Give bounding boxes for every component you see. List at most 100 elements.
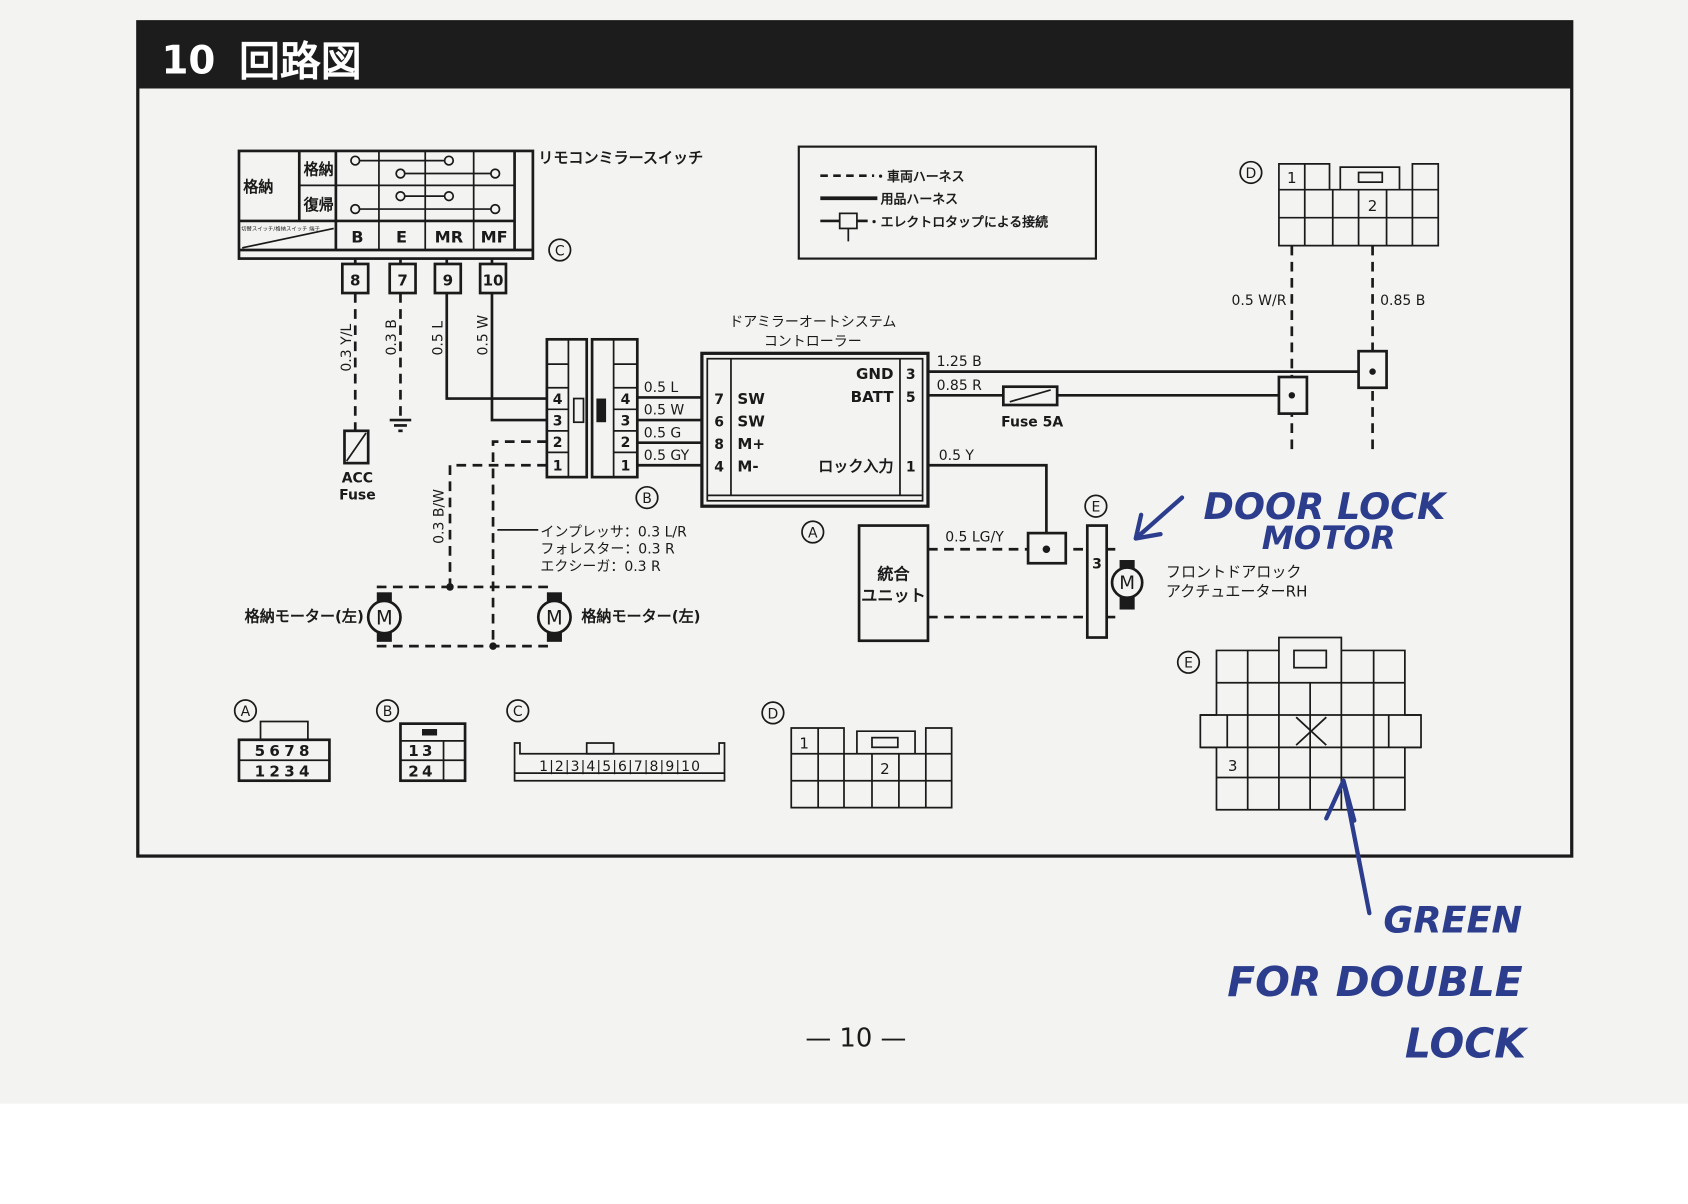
pinout-d: D 1 2 <box>761 701 953 809</box>
terminal-b: B <box>351 227 363 246</box>
switch-row-retract: 格納 <box>304 161 334 179</box>
wire-label-gnd: 1.25 B <box>937 354 982 370</box>
terminal-mf: MF <box>481 227 508 246</box>
note-for-double: FOR DOUBLE <box>1227 958 1523 1006</box>
wire-label-bw: 0.3 B/W <box>432 489 448 544</box>
connector-d-top: D 1 2 <box>1239 160 1440 247</box>
pinout-d-pin-1: 1 <box>799 734 809 752</box>
pinout-d-pin-2: 2 <box>880 760 890 778</box>
variant-impreza: インプレッサ：0.3 L/R <box>540 524 687 540</box>
switch-corner-label: 切替スイッチ/格納スイッチ 端子 <box>241 225 320 233</box>
fuse-5a-label: Fuse 5A <box>1001 415 1063 431</box>
fuse-label: Fuse <box>339 488 376 504</box>
connector-e-id: E <box>1184 656 1193 672</box>
ctrl-pin-3: 3 <box>906 367 916 383</box>
actuator-label-2: アクチュエーターRH <box>1166 583 1308 601</box>
pinout-a-id: A <box>241 704 251 720</box>
switch-wires: ACC Fuse 0.3 Y/L 0.3 B 0.5 L 0.5 W 0.3 B… <box>339 293 687 650</box>
motor-left-label: 格納モーター(左) <box>245 607 364 625</box>
pinout-b-top: 13 <box>408 742 435 760</box>
wire-label-lock: 0.5 Y <box>939 448 975 464</box>
connector-a-id: A <box>808 525 818 541</box>
ctrl-label-m-plus: M+ <box>737 435 765 453</box>
b-pin-3: 3 <box>553 413 563 429</box>
switch-row-return: 復帰 <box>303 196 334 214</box>
controller-title-1: ドアミラーオートシステム <box>729 314 896 330</box>
ctrl-label-sw: SW <box>737 413 765 431</box>
power-wires: 1.25 B 0.85 R Fuse 5A 0.5 Y 0.5 W/R 0.85… <box>927 245 1425 550</box>
integrated-unit: 統合 ユニット <box>857 524 930 643</box>
pinout-b: B 13 24 <box>375 699 467 783</box>
wire-label-b3: 0.5 W <box>644 403 685 419</box>
terminal-mr: MR <box>435 227 464 246</box>
d-pin-1: 1 <box>1287 169 1297 187</box>
remote-mirror-switch: 格納 格納 復帰 切替スイッチ/格納スイッチ 端子 B E MR MF リモコン… <box>237 149 703 295</box>
page-title: 回路図 <box>239 38 362 86</box>
wire-label-batt: 0.85 R <box>937 378 983 394</box>
b-pin-2: 2 <box>621 435 631 451</box>
ctrl-pin-7: 7 <box>714 392 724 408</box>
switch-connector-id: C <box>555 243 565 259</box>
wire-label-b2: 0.5 G <box>644 425 682 441</box>
header-bar <box>137 21 1572 89</box>
motor-symbol: M <box>376 607 393 630</box>
door-lock-actuator: E 3 M フロントドアロック アクチュエーターRH <box>1084 494 1308 639</box>
ctrl-pin-1: 1 <box>906 460 916 476</box>
d-pin-2: 2 <box>1368 197 1378 215</box>
b-pin-3: 3 <box>621 413 631 429</box>
ctrl-pin-4: 4 <box>714 460 724 476</box>
wire-label-b4: 0.5 L <box>644 380 679 396</box>
pinout-a: A 5678 1234 <box>233 699 331 783</box>
pin-10: 10 <box>483 272 504 290</box>
note-lock: LOCK <box>1405 1019 1529 1067</box>
legend-electrotap: ・エレクトロタップによる接続 <box>868 214 1048 230</box>
variant-forester: フォレスター：0.3 R <box>540 542 675 558</box>
note-motor: MOTOR <box>1262 519 1396 557</box>
pinout-a-top: 5678 <box>255 742 314 760</box>
actuator-label-1: フロントドアロック <box>1166 563 1302 581</box>
pinout-b-id: B <box>383 704 393 720</box>
ctrl-label-m-minus: M- <box>737 458 758 476</box>
acc-label: ACC <box>342 471 373 487</box>
b-to-controller-wires: 0.5 L 0.5 W 0.5 G 0.5 GY <box>637 380 702 467</box>
page-number: — 10 — <box>805 1024 906 1054</box>
door-mirror-controller: ドアミラーオートシステム コントローラー 7 6 8 4 SW SW M+ M-… <box>700 314 930 544</box>
legend-accessory-harness: 用品ハーネス <box>880 193 958 208</box>
wire-label-pin10: 0.5 W <box>476 315 492 356</box>
pin-7: 7 <box>397 272 407 290</box>
terminal-e: E <box>396 227 407 246</box>
e-pin-3: 3 <box>1228 757 1238 775</box>
ctrl-label-lock-input: ロック入力 <box>818 458 893 476</box>
switch-name: リモコンミラースイッチ <box>538 149 703 167</box>
wire-label-lgy: 0.5 LG/Y <box>945 530 1004 546</box>
actuator-connector-id: E <box>1091 500 1100 516</box>
connector-d-id: D <box>1246 166 1257 182</box>
connector-b-id: B <box>642 491 652 507</box>
connector-b: 4 3 2 1 4 3 2 1 B <box>545 337 659 510</box>
motor-symbol: M <box>1119 573 1135 594</box>
b-pin-4: 4 <box>621 392 631 408</box>
ctrl-label-batt: BATT <box>851 388 895 406</box>
pinout-c: C 1|2|3|4|5|6|7|8|9|10 <box>506 699 726 782</box>
connector-e-pinout: E 3 <box>1176 636 1422 811</box>
pinout-b-bottom: 24 <box>408 762 435 780</box>
note-green: GREEN <box>1383 898 1522 941</box>
handwritten-green-note: GREEN FOR DOUBLE LOCK <box>1227 778 1529 1067</box>
motor-right-label: 格納モーター(左) <box>581 607 700 625</box>
switch-group-label: 格納 <box>243 178 273 196</box>
ctrl-label-sw: SW <box>737 390 765 408</box>
b-pin-1: 1 <box>553 459 563 475</box>
wire-label-d2: 0.85 B <box>1380 293 1425 309</box>
wire-label-pin9: 0.5 L <box>430 321 446 356</box>
ctrl-pin-8: 8 <box>714 437 724 453</box>
retract-motor-right: M 格納モーター(左) <box>536 592 701 642</box>
wire-label-b1: 0.5 GY <box>644 448 690 464</box>
wire-label-pin8: 0.3 Y/L <box>339 324 355 372</box>
wire-label-d1: 0.5 W/R <box>1232 293 1287 309</box>
arrow-icon <box>1324 778 1372 916</box>
b-pin-4: 4 <box>553 392 563 408</box>
scan-margin <box>0 1103 1688 1204</box>
pinout-c-id: C <box>513 704 523 720</box>
